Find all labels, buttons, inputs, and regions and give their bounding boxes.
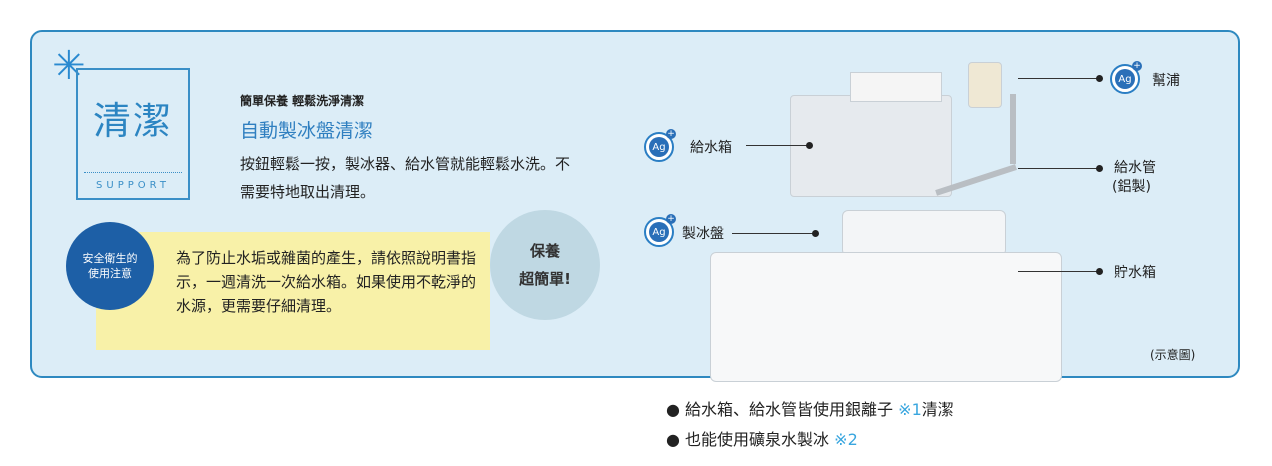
easy-maintenance-bubble: 保養 超簡單! (490, 210, 600, 320)
safety-badge: 安全衛生的使用注意 (66, 222, 154, 310)
footnote-mark: ※1 (898, 400, 922, 419)
label-pump: 幫浦 (1152, 73, 1180, 89)
label-water-tank: 給水箱 (690, 140, 732, 156)
logo-subtitle: SUPPORT (96, 180, 170, 191)
feature-description: 按鈕輕鬆一按，製冰器、給水管就能輕鬆水洗。不需要特地取出清理。 (240, 155, 571, 201)
label-ice-tray: 製冰盤 (682, 226, 724, 242)
leader-line (746, 145, 808, 146)
bullet-item: ● 也能使用礦泉水製冰 ※2 (666, 430, 858, 449)
sparkle-icon: ✳ (52, 43, 86, 89)
easy-line1: 保養 (529, 242, 560, 260)
diagram-caption: (示意圖) (1150, 348, 1196, 362)
leader-dot (812, 230, 819, 237)
label-storage-bin: 貯水箱 (1114, 265, 1156, 281)
footnote-mark: ※2 (834, 430, 858, 449)
leader-dot (806, 142, 813, 149)
safety-badge-text: 安全衛生的使用注意 (82, 252, 138, 280)
bullet-item: ● 給水箱、給水管皆使用銀離子 ※1清潔 (666, 400, 954, 419)
logo-box: 清潔 SUPPORT (76, 68, 190, 200)
feature-heading: 自動製冰盤清潔 (240, 120, 374, 142)
water-tank-lid-image (850, 72, 942, 102)
storage-bin-image (710, 252, 1062, 382)
label-pipe-material: (鋁製) (1112, 179, 1151, 195)
logo-title: 清潔 (92, 99, 173, 143)
label-pipe: 給水管 (1114, 160, 1156, 176)
ice-tray-image (842, 210, 1006, 256)
leader-dot (1096, 165, 1103, 172)
leader-line (1018, 78, 1100, 79)
silver-ion-icon: Ag+ (644, 214, 676, 247)
feature-subtitle: 簡單保養 輕鬆洗淨清潔 (240, 94, 365, 108)
leader-dot (1096, 75, 1103, 82)
water-tank-image (790, 95, 952, 197)
leader-line (732, 233, 816, 234)
silver-ion-icon: Ag+ (644, 129, 676, 162)
easy-line2: 超簡單! (519, 270, 571, 288)
divider (84, 172, 182, 173)
leader-line (1018, 168, 1100, 169)
leader-line (1018, 271, 1100, 272)
leader-dot (1096, 268, 1103, 275)
safety-note-box (96, 232, 490, 350)
safety-note-text: 為了防止水垢或雜菌的產生，請依照說明書指示，一週清洗一次給水箱。如果使用不乾淨的… (176, 249, 477, 315)
pipe-image (1010, 94, 1016, 164)
pump-image (968, 62, 1002, 108)
silver-ion-icon: Ag+ (1110, 61, 1142, 94)
